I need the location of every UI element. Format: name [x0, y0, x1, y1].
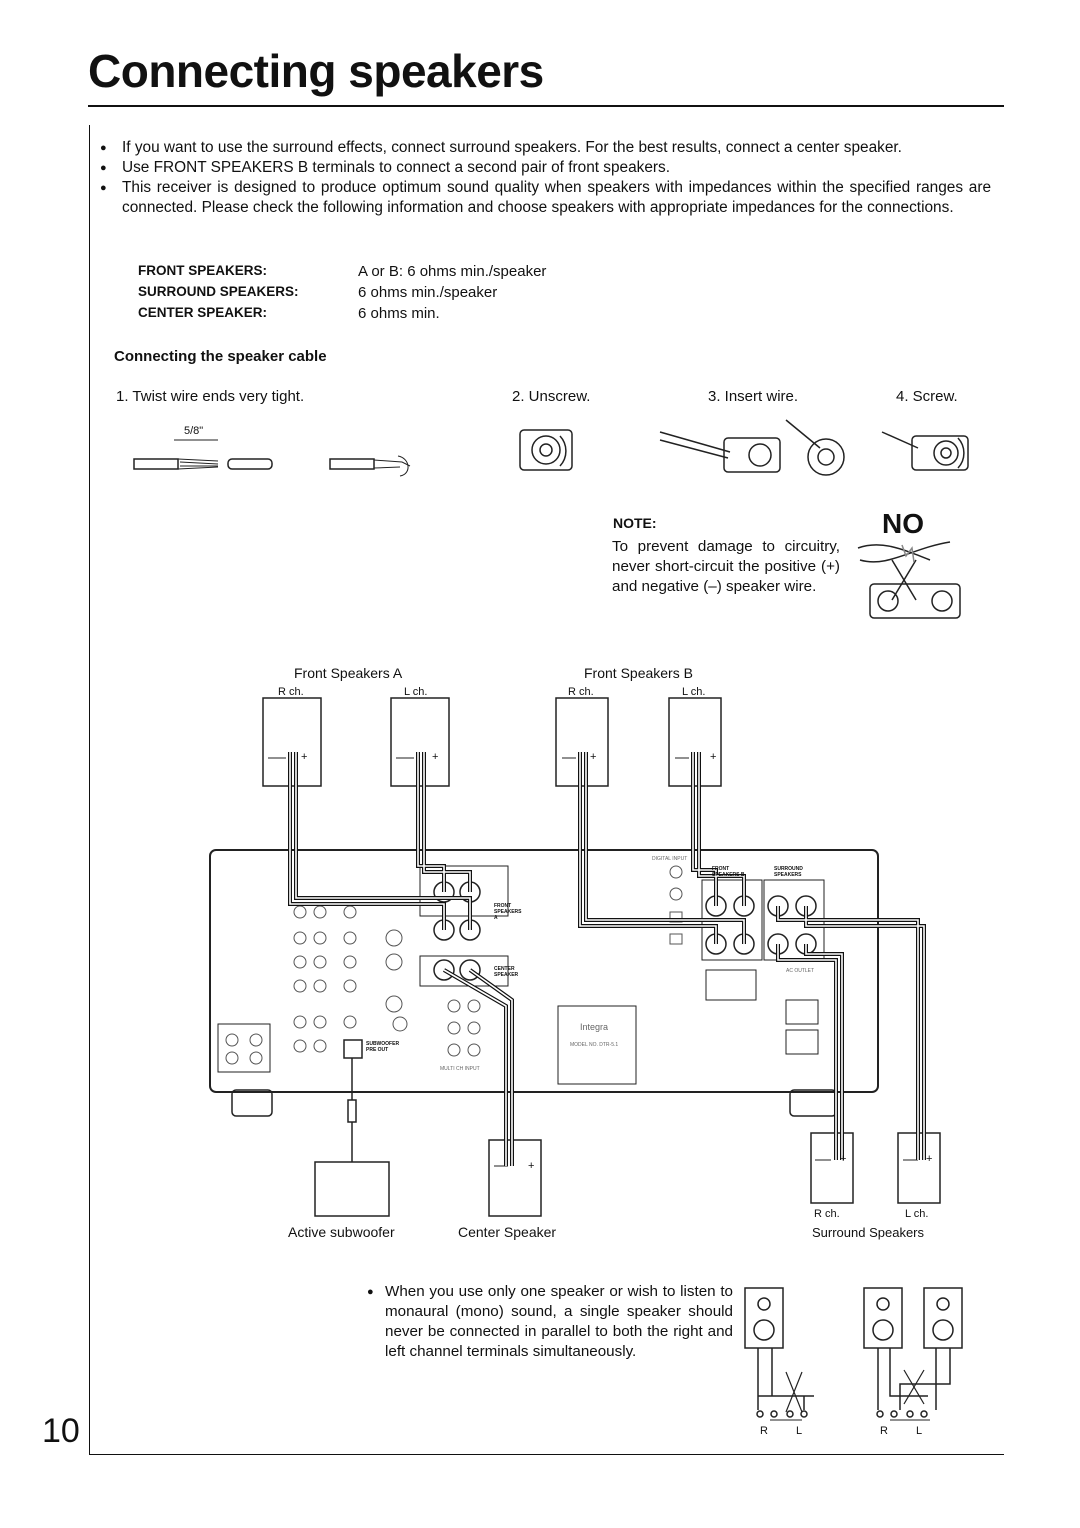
plus-label: +	[590, 751, 597, 763]
ac-outlet-label: AC OUTLET	[786, 968, 815, 974]
front-speakers-b-label: Front Speakers B	[584, 665, 693, 681]
subwoofer-label: Active subwoofer	[288, 1224, 395, 1240]
center-speaker-label: Center Speaker	[458, 1224, 557, 1240]
page-number: 10	[42, 1412, 80, 1450]
mono-note: When you use only one speaker or wish to…	[367, 1282, 733, 1362]
front-b-l-label: L ch.	[682, 686, 706, 698]
mono-r-label: R	[880, 1425, 888, 1437]
left-border	[89, 125, 90, 1455]
center-terminal-label: CENTER SPEAKER	[494, 966, 519, 978]
mono-r-label: R	[760, 1425, 768, 1437]
bullet-item: Use FRONT SPEAKERS B terminals to connec…	[100, 158, 991, 178]
spec-value: 6 ohms min./speaker	[358, 284, 498, 301]
note-body: To prevent damage to circuitry, never sh…	[612, 538, 840, 595]
short-circuit-icon	[857, 541, 961, 619]
step-screw: 4. Screw.	[896, 388, 958, 405]
mono-l-label: L	[916, 1425, 923, 1437]
multich-label: MULTI CH INPUT	[440, 1066, 480, 1072]
subwoofer-terminal-label: SUBWOOFER PRE OUT	[366, 1041, 400, 1053]
surround-l-label: L ch.	[905, 1208, 929, 1220]
intro-bullets: If you want to use the surround effects,…	[100, 138, 991, 218]
model-label: MODEL NO. DTR-5.1	[570, 1042, 619, 1048]
bullet-item: This receiver is designed to produce opt…	[100, 178, 991, 218]
spec-key: CENTER SPEAKER:	[138, 305, 268, 320]
cable-heading: Connecting the speaker cable	[114, 348, 327, 365]
front-a-terminal-label: FRONT SPEAKERS A	[494, 903, 522, 921]
surround-r-label: R ch.	[814, 1208, 840, 1220]
front-speakers-a-label: Front Speakers A	[294, 665, 403, 681]
length-label: 5/8"	[184, 425, 204, 437]
note-heading: NOTE:	[613, 515, 657, 531]
wire-strip-icon	[133, 439, 411, 477]
step-twist: 1. Twist wire ends very tight.	[116, 388, 305, 405]
front-b-terminal-label: FRONT SPEAKERS B	[712, 866, 745, 878]
spec-key: SURROUND SPEAKERS:	[138, 284, 299, 299]
terminal-screw-icon	[881, 431, 969, 471]
surround-speakers-label: Surround Speakers	[812, 1225, 925, 1240]
plus-label: +	[528, 1160, 535, 1172]
step-unscrew: 2. Unscrew.	[512, 388, 591, 405]
bullet-item: If you want to use the surround effects,…	[100, 138, 991, 158]
plus-label: +	[710, 751, 717, 763]
plus-label: +	[926, 1153, 933, 1165]
surround-terminal-label: SURROUND SPEAKERS	[774, 866, 803, 878]
digital-input-label: DIGITAL INPUT	[652, 856, 688, 862]
plus-label: +	[840, 1153, 847, 1165]
bottom-border	[89, 1454, 1004, 1455]
spec-key: FRONT SPEAKERS:	[138, 263, 268, 278]
front-a-l-label: L ch.	[404, 686, 428, 698]
mono-wiring-icon	[744, 1287, 963, 1421]
terminal-insert-icon	[659, 419, 845, 476]
spec-value: 6 ohms min.	[358, 305, 440, 322]
spec-value: A or B: 6 ohms min./speaker	[358, 263, 547, 280]
page-title: Connecting speakers	[88, 45, 544, 97]
front-b-r-label: R ch.	[568, 686, 594, 698]
title-rule	[88, 105, 1004, 107]
plus-label: +	[432, 751, 439, 763]
terminal-unscrew-icon	[519, 429, 573, 471]
step-insert: 3. Insert wire.	[708, 388, 799, 405]
plus-label: +	[301, 751, 308, 763]
front-a-r-label: R ch.	[278, 686, 304, 698]
mono-l-label: L	[796, 1425, 803, 1437]
brand-label: Integra	[580, 1022, 609, 1032]
no-label: NO	[882, 508, 924, 539]
